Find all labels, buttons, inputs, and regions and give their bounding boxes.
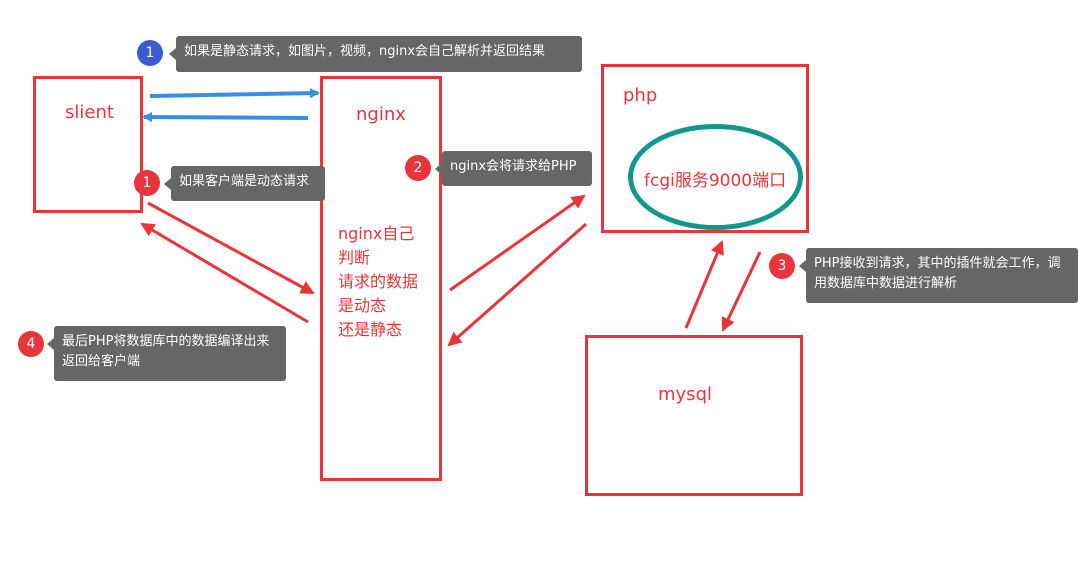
php-label: php [623, 85, 658, 106]
step-1-static-badge: 1 [137, 40, 163, 66]
arrow-nginx-to-php [449, 194, 586, 292]
arrow-client-to-nginx [149, 88, 320, 99]
to-php-note: nginx会将请求给PHP [435, 151, 592, 186]
php-plugin-note: PHP接收到请求，其中的插件就会工作，调用数据库中数据进行解析 [799, 248, 1078, 303]
fcgi-ellipse [628, 124, 803, 230]
arrow-nginx-to-client [142, 112, 309, 123]
decision-line: nginx自己 [338, 224, 415, 243]
nginx-decision-text: nginx自己 判断 请求的数据 是动态 还是静态 [338, 222, 418, 342]
decision-line: 判断 [338, 248, 371, 267]
static-request-note: 如果是静态请求，如图片，视频，nginx会自己解析并返回结果 [169, 36, 582, 72]
nginx-label: nginx [356, 104, 406, 125]
fcgi-label: fcgi服务9000端口 [644, 171, 787, 191]
dynamic-request-note: 如果客户端是动态请求 [164, 166, 325, 201]
step-3-badge: 3 [769, 253, 795, 279]
arrow-nginx-to-client-return [140, 222, 309, 324]
php-box [601, 64, 809, 233]
step-1-dynamic-badge: 1 [134, 170, 160, 196]
client-box [33, 76, 143, 213]
arrow-php-to-nginx [447, 222, 587, 347]
step-4-badge: 4 [18, 331, 44, 357]
mysql-label: mysql [658, 384, 712, 405]
arrow-client-to-nginx-dynamic [147, 201, 315, 295]
step-2-badge: 2 [405, 155, 431, 181]
arrow-mysql-to-php [684, 240, 724, 329]
decision-line: 还是静态 [338, 320, 403, 339]
client-label: slient [65, 102, 114, 123]
decision-line: 请求的数据 [338, 272, 419, 291]
return-note: 最后PHP将数据库中的数据编译出来返回给客户端 [47, 326, 286, 381]
decision-line: 是动态 [338, 296, 387, 315]
mysql-box [585, 335, 803, 496]
arrow-php-to-mysql [721, 251, 762, 332]
nginx-box [320, 76, 442, 481]
